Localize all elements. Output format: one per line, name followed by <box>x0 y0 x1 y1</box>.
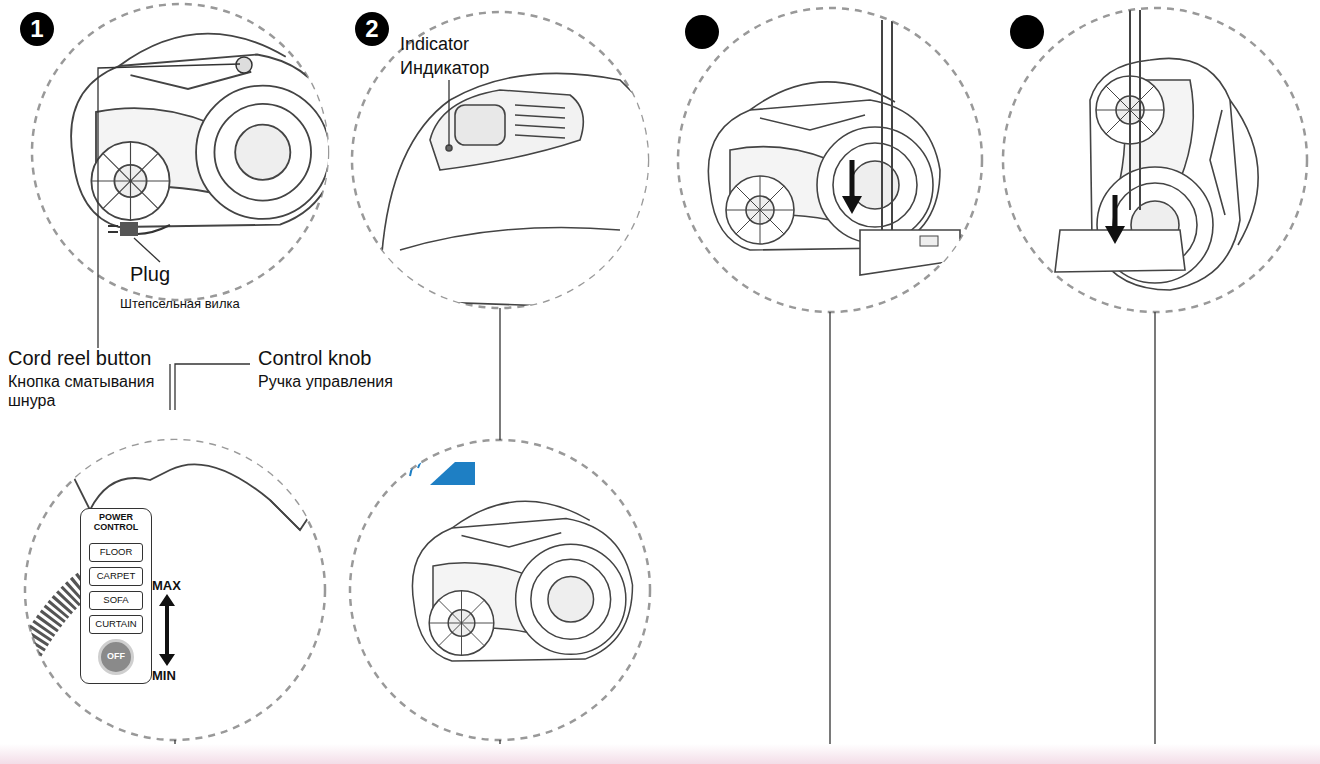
mode-button: FLOOR <box>89 543 143 562</box>
detail-circles <box>25 4 1307 740</box>
part-label: Indicator <box>400 34 520 56</box>
hose-handle <box>30 418 320 650</box>
node-text: OFF <box>107 652 125 662</box>
mode-button: CURTAIN <box>89 615 143 634</box>
vacuum-sound <box>395 416 633 661</box>
node-text: 1 <box>30 16 43 42</box>
part-label: Control knob <box>258 346 418 370</box>
callout-number: 2 <box>355 12 389 46</box>
part-label: MIN <box>152 668 192 684</box>
bottom-band <box>0 744 1320 764</box>
vacuum-top-view <box>71 34 337 236</box>
step-dot <box>685 15 719 49</box>
nozzle-park-vertical <box>1055 10 1258 290</box>
node-text: SOFA <box>103 595 128 605</box>
callout-number: 1 <box>20 12 54 46</box>
node-text: FLOOR <box>100 547 133 557</box>
range-arrow <box>165 600 169 660</box>
mode-button: SOFA <box>89 591 143 610</box>
part-label: Кнопка сматывания шнура <box>8 372 168 410</box>
node-text: CURTAIN <box>95 619 136 629</box>
step-dot <box>1010 15 1044 49</box>
part-label: MAX <box>152 578 192 594</box>
leader-lines <box>98 64 1155 764</box>
indicator-closeup <box>380 73 660 310</box>
node-text: POWER CONTROL <box>81 513 151 533</box>
part-label: Ручка управления <box>258 372 438 391</box>
node-text: CARPET <box>97 571 136 581</box>
part-label: Plug <box>130 262 250 286</box>
mode-button: CARPET <box>89 567 143 586</box>
node-text: 2 <box>365 16 378 42</box>
off-button: OFF <box>98 639 134 675</box>
range-arrow-heads <box>159 594 175 666</box>
part-label: Штепсельная вилка <box>120 296 320 312</box>
power-control-panel: POWER CONTROL FLOOR CARPET SOFA CURTAIN OFF <box>80 508 152 684</box>
part-label: Индикатор <box>400 58 540 80</box>
part-label: Cord reel button <box>8 346 208 370</box>
nozzle-park-horizontal <box>708 20 960 275</box>
